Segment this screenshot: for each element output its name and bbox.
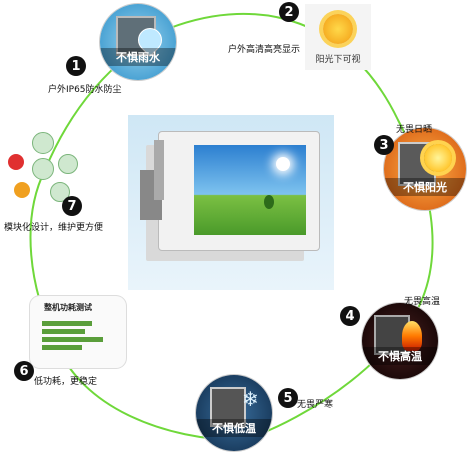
snowflake-icon: ❄ — [242, 387, 259, 411]
center-product-image — [128, 115, 334, 290]
feature-2-badge-text: 阳光下可视 — [315, 55, 361, 65]
feature-5-number: 5 — [278, 388, 298, 408]
flame-icon — [402, 321, 422, 351]
sun-icon — [323, 14, 353, 44]
feature-6-badge: 整机功耗测试 — [30, 296, 126, 368]
feature-5-badge: ❄ 不惧低温 — [196, 375, 272, 451]
feature-1-number: 1 — [66, 56, 86, 76]
sun-icon — [424, 144, 452, 172]
feature-4-badge-text: 不惧高温 — [362, 347, 438, 365]
billboard-screen — [194, 145, 306, 235]
feature-4-caption: 无畏高温 — [404, 297, 441, 307]
feature-6-caption: 低功耗，更稳定 — [34, 377, 98, 387]
feature-2-caption: 户外高清高亮显示 — [228, 45, 301, 55]
feature-4-number: 4 — [340, 306, 360, 326]
feature-7-number: 7 — [62, 196, 82, 216]
feature-5-badge-text: 不惧低温 — [196, 419, 272, 437]
feature-6-number: 6 — [14, 361, 34, 381]
feature-5-caption: 无畏严寒 — [297, 400, 334, 410]
feature-1-badge: 不惧雨水 — [100, 4, 176, 80]
feature-6-badge-text: 整机功耗测试 — [44, 303, 92, 312]
feature-1-caption: 户外IP65防水防尘 — [48, 85, 122, 95]
feature-3-caption: 无畏日晒 — [396, 125, 433, 135]
feature-3-number: 3 — [374, 135, 394, 155]
feature-3-badge-text: 不惧阳光 — [384, 178, 466, 196]
feature-3-badge: 不惧阳光 — [384, 128, 466, 210]
feature-7-caption: 模块化设计，维护更方便 — [4, 223, 104, 233]
feature-2-badge: 阳光下可视 — [305, 4, 371, 70]
chart-icon — [42, 318, 114, 353]
feature-1-badge-text: 不惧雨水 — [100, 48, 176, 66]
feature-4-badge: 不惧高温 — [362, 303, 438, 379]
feature-2-number: 2 — [279, 2, 299, 22]
